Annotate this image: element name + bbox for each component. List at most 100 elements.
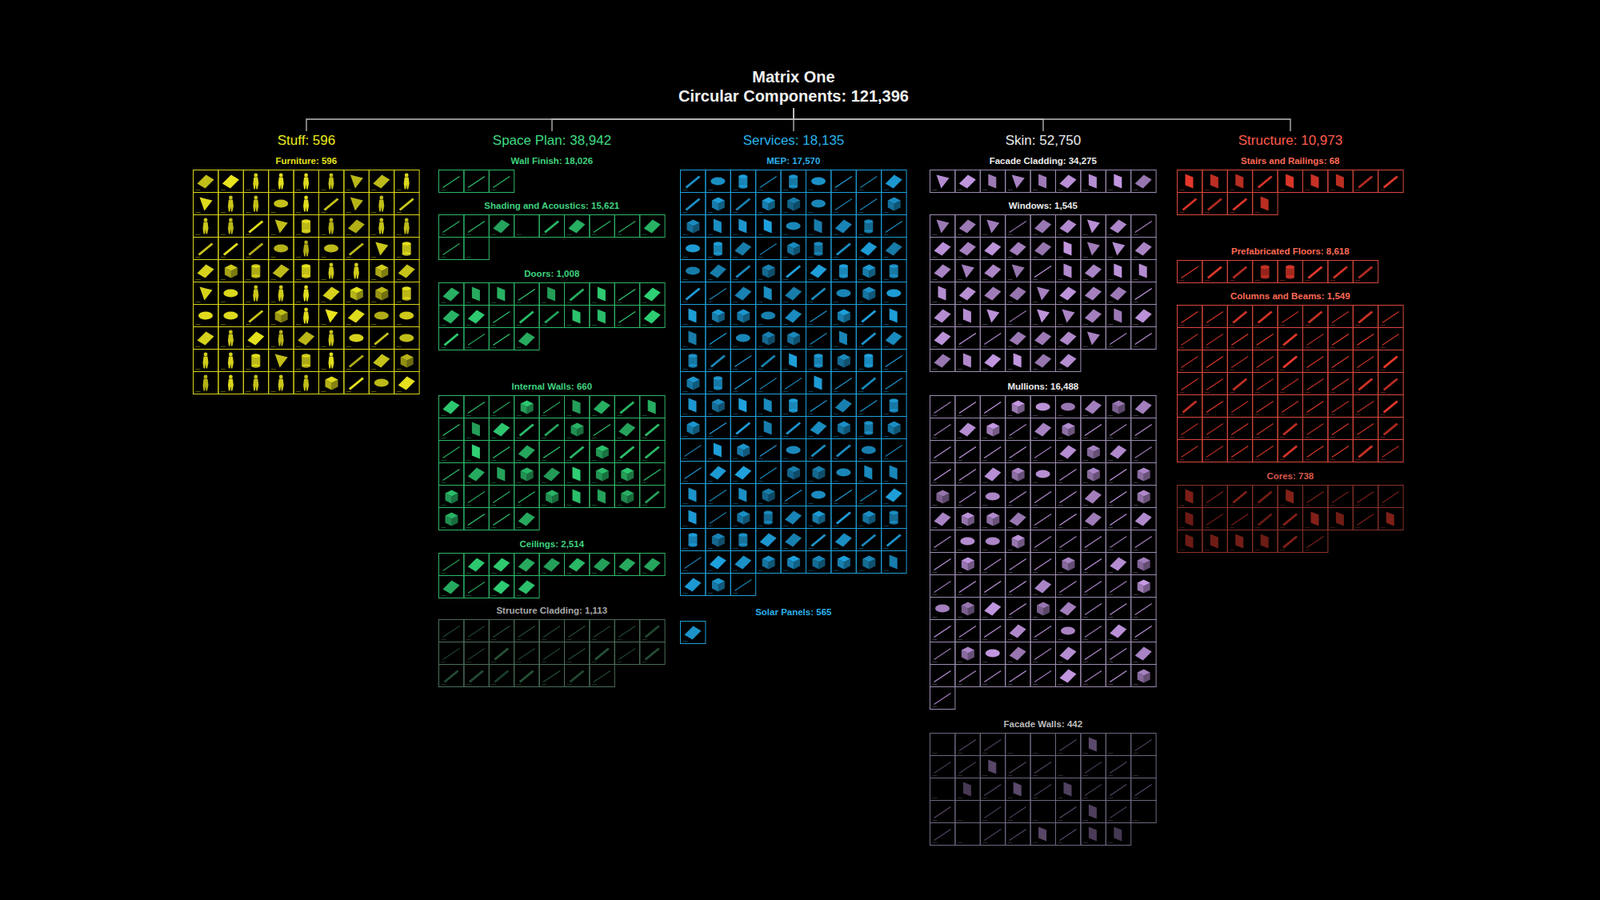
component-icon	[1109, 557, 1127, 572]
component-tile	[1030, 597, 1056, 620]
component-tile	[955, 530, 980, 553]
component-tile	[955, 485, 980, 508]
component-icon	[734, 378, 752, 390]
component-tile	[193, 215, 219, 238]
component-tile	[243, 170, 268, 193]
tile-caption-mark	[441, 256, 447, 258]
component-icon	[618, 626, 636, 638]
component-icon	[597, 287, 606, 302]
component-icon	[936, 220, 950, 234]
component-tile	[1005, 552, 1031, 576]
tile-caption-mark	[833, 279, 839, 280]
component-icon	[839, 274, 848, 278]
component-icon	[784, 533, 802, 548]
component-tile	[344, 192, 369, 216]
tile-caption-mark	[396, 324, 402, 325]
tile-caption-mark	[982, 572, 988, 573]
component-tile	[806, 551, 832, 574]
tile-caption-mark	[245, 256, 251, 258]
component-icon	[762, 200, 769, 212]
tile-caption-mark	[245, 279, 251, 280]
component-icon	[619, 401, 635, 415]
component-icon	[518, 492, 536, 504]
component-tile	[640, 215, 665, 238]
component-icon	[736, 334, 751, 343]
component-tile	[243, 372, 268, 395]
tile-caption-mark	[982, 189, 988, 191]
component-tile	[930, 620, 956, 643]
tile-caption-mark	[1008, 415, 1013, 416]
tile-caption-mark	[932, 706, 938, 708]
component-group: Wall Finish: 18,026	[438, 155, 666, 193]
component-icon	[1018, 471, 1025, 482]
tile-caption-mark	[441, 661, 447, 663]
component-icon	[1109, 287, 1127, 301]
component-tile	[806, 327, 832, 350]
tile-caption-mark	[1058, 189, 1064, 191]
tile-caption-mark	[833, 301, 839, 303]
component-tile	[930, 552, 956, 576]
component-icon	[1109, 514, 1127, 526]
tile-caption-mark	[884, 279, 889, 280]
tile-caption-mark	[884, 480, 889, 482]
component-tile	[955, 327, 980, 350]
component-tile	[955, 440, 980, 464]
tile-caption-mark	[271, 301, 276, 303]
tile-caption-mark	[1032, 368, 1038, 370]
component-tile	[488, 328, 514, 351]
tile-caption-mark	[783, 548, 788, 549]
component-tile	[218, 237, 244, 260]
component-icon	[1135, 309, 1152, 324]
component-tile	[488, 305, 514, 328]
component-icon	[375, 242, 388, 256]
component-icon	[685, 176, 701, 189]
tile-caption-mark	[196, 301, 201, 303]
component-tile	[1005, 733, 1031, 756]
component-icon	[644, 446, 660, 460]
component-icon	[684, 468, 702, 480]
component-tile	[243, 237, 268, 260]
component-icon	[618, 312, 636, 324]
component-icon	[381, 268, 388, 279]
component-icon	[889, 555, 898, 570]
tile-caption-mark	[466, 415, 472, 416]
component-tile	[439, 576, 464, 599]
tile-caption-mark	[957, 572, 963, 573]
component-icon	[959, 581, 976, 593]
component-tile	[268, 349, 294, 372]
component-icon	[1087, 448, 1094, 460]
component-tile	[539, 440, 564, 464]
component-tile	[439, 485, 464, 508]
tile-caption-mark	[1032, 189, 1038, 191]
component-icon	[228, 352, 233, 357]
component-icon	[303, 244, 309, 257]
component-tile	[218, 170, 244, 193]
component-icon	[1109, 333, 1127, 345]
component-tile	[539, 463, 564, 486]
tile-caption-mark	[1133, 279, 1139, 280]
component-tile	[539, 642, 564, 665]
tile-caption-mark	[957, 460, 963, 461]
component-icon	[959, 402, 976, 414]
component-tile	[856, 416, 881, 440]
component-tiles	[439, 396, 666, 531]
component-tile	[394, 170, 420, 193]
tile-caption-mark	[491, 234, 496, 236]
component-icon	[718, 312, 725, 324]
component-icon	[443, 288, 460, 302]
component-icon	[687, 223, 694, 234]
component-icon	[1135, 242, 1152, 256]
component-icon	[938, 286, 947, 301]
tile-caption-mark	[396, 368, 402, 370]
component-icon	[1009, 671, 1027, 683]
tile-caption-mark	[758, 458, 764, 460]
component-tile	[589, 463, 615, 486]
tile-caption-mark	[708, 592, 713, 594]
component-tile	[831, 192, 856, 216]
category-column: Stuff: 596Furniture: 596	[186, 132, 427, 884]
component-tile	[464, 463, 489, 486]
component-tile	[589, 283, 615, 306]
tile-caption-mark	[1008, 346, 1013, 348]
component-icon	[348, 220, 365, 234]
tile-caption-mark	[220, 346, 226, 348]
